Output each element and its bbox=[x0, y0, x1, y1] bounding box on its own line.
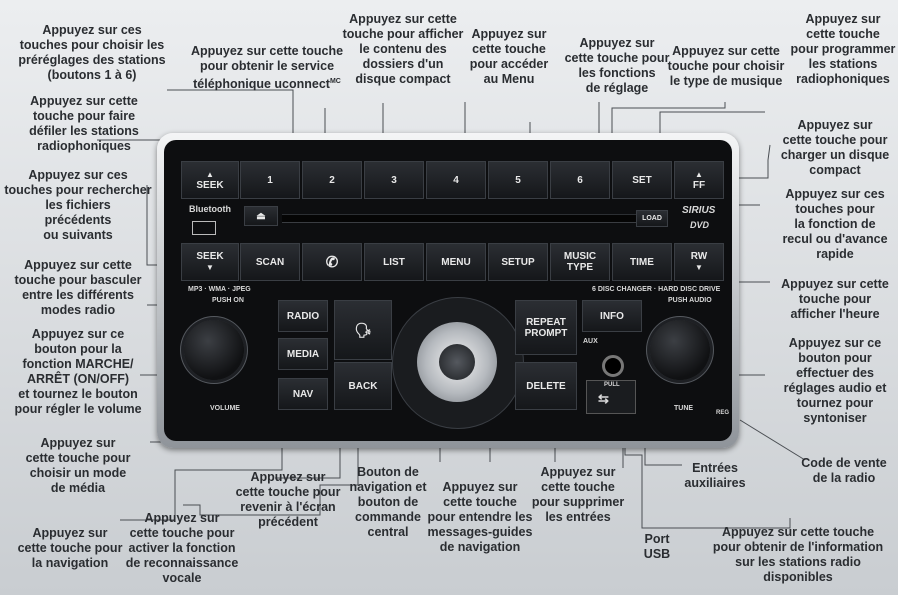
cd-logo-icon bbox=[192, 221, 216, 235]
aux-label: AUX bbox=[583, 338, 598, 345]
preset-4-button[interactable]: 4 bbox=[426, 161, 486, 199]
volume-label: VOLUME bbox=[210, 405, 240, 412]
callout-repeat: Appuyez sur cette touche pour entendre l… bbox=[427, 480, 533, 554]
callout-load: Appuyez sur cette touche pour charger un… bbox=[780, 118, 890, 177]
callout-tune: Appuyez sur ce bouton pour effectuer des… bbox=[783, 336, 887, 425]
preset-2-button[interactable]: 2 bbox=[302, 161, 362, 199]
callout-presets: Appuyez sur ces touches pour choisir les… bbox=[18, 23, 166, 82]
usb-port-cover[interactable] bbox=[586, 380, 636, 414]
nav-knob-center[interactable] bbox=[439, 344, 475, 380]
callout-time: Appuyez sur cette touche pour afficher l… bbox=[781, 277, 889, 321]
callout-seek: Appuyez sur ces touches pour rechercher … bbox=[4, 168, 152, 242]
tune-knob[interactable] bbox=[650, 320, 710, 380]
media-button[interactable]: MEDIA bbox=[278, 338, 328, 370]
menu-button[interactable]: MENU bbox=[426, 243, 486, 281]
callout-media: Appuyez sur cette touche pour choisir un… bbox=[25, 436, 131, 495]
preset-5-button[interactable]: 5 bbox=[488, 161, 548, 199]
preset-3-button[interactable]: 3 bbox=[364, 161, 424, 199]
callout-menu: Appuyez sur cette touche pour accéder au… bbox=[469, 27, 549, 86]
arrow-up-icon: ▲ bbox=[695, 170, 703, 179]
callout-ff-rw: Appuyez sur ces touches pour la fonction… bbox=[782, 187, 888, 261]
callout-music-type: Appuyez sur cette touche pour choisir le… bbox=[667, 44, 785, 88]
callout-nav: Appuyez sur cette touche pour la navigat… bbox=[17, 526, 123, 570]
cd-slot[interactable] bbox=[282, 214, 642, 223]
sirius-logo: SIRIUS bbox=[682, 205, 716, 216]
callout-list: Appuyez sur cette touche pour afficher l… bbox=[342, 12, 464, 86]
arrow-down-icon: ▼ bbox=[206, 263, 214, 272]
scan-button[interactable]: SCAN bbox=[240, 243, 300, 281]
ff-button[interactable]: ▲FF bbox=[674, 161, 724, 199]
time-button[interactable]: TIME bbox=[612, 243, 672, 281]
seek-down-button[interactable]: SEEK▼ bbox=[181, 243, 239, 281]
usb-icon: ⇆ bbox=[598, 391, 609, 406]
callout-delete: Appuyez sur cette touche pour supprimer … bbox=[531, 465, 625, 524]
reg-label: REG bbox=[716, 410, 730, 416]
list-button[interactable]: LIST bbox=[364, 243, 424, 281]
pull-label: PULL bbox=[604, 382, 620, 388]
phone-button[interactable]: ✆ bbox=[302, 243, 362, 281]
arrow-up-icon: ▲ bbox=[206, 170, 214, 179]
preset-1-button[interactable]: 1 bbox=[240, 161, 300, 199]
callout-sales-code: Code de vente de la radio bbox=[801, 456, 887, 485]
callout-aux-inputs: Entrées auxiliaires bbox=[684, 461, 746, 490]
callout-usb: Port USB bbox=[643, 532, 671, 561]
back-button[interactable]: BACK bbox=[334, 362, 392, 410]
eject-icon: ⏏ bbox=[256, 210, 266, 222]
callout-voice: Appuyez sur cette touche pour activer la… bbox=[125, 511, 239, 585]
dvd-logo: DVD bbox=[690, 220, 710, 230]
voice-button[interactable]: 🗣 bbox=[334, 300, 392, 360]
phone-icon: ✆ bbox=[325, 253, 339, 271]
aux-jack[interactable] bbox=[602, 355, 624, 377]
push-on-label: PUSH ON bbox=[212, 297, 244, 304]
callout-setup: Appuyez sur cette touche pour les foncti… bbox=[564, 36, 670, 95]
music-type-button[interactable]: MUSIC TYPE bbox=[550, 243, 610, 281]
tune-label: TUNE bbox=[674, 405, 694, 412]
nav-button[interactable]: NAV bbox=[278, 378, 328, 410]
changer-label: 6 DISC CHANGER · HARD DISC DRIVE bbox=[592, 286, 721, 293]
callout-scan: Appuyez sur cette touche pour faire défi… bbox=[29, 94, 139, 153]
callout-nav-knob: Bouton de navigation et bouton de comman… bbox=[349, 465, 427, 539]
volume-knob[interactable] bbox=[184, 320, 244, 380]
repeat-prompt-button[interactable]: REPEAT PROMPT bbox=[515, 300, 577, 355]
arrow-down-icon: ▼ bbox=[695, 263, 703, 272]
preset-6-button[interactable]: 6 bbox=[550, 161, 610, 199]
load-button[interactable]: LOAD bbox=[636, 210, 668, 227]
info-button[interactable]: INFO bbox=[582, 300, 642, 332]
callout-back: Appuyez sur cette touche pour revenir à … bbox=[235, 470, 341, 529]
callout-volume: Appuyez sur ce bouton pour la fonction M… bbox=[14, 327, 142, 416]
voice-recognition-icon: 🗣 bbox=[354, 321, 372, 338]
delete-button[interactable]: DELETE bbox=[515, 362, 577, 410]
rw-button[interactable]: RW▼ bbox=[674, 243, 724, 281]
bluetooth-logo: Bluetooth bbox=[189, 204, 231, 214]
radio-button[interactable]: RADIO bbox=[278, 300, 328, 332]
format-label: MP3 · WMA · JPEG bbox=[188, 286, 251, 293]
callout-info: Appuyez sur cette touche pour obtenir de… bbox=[712, 525, 884, 584]
seek-up-button[interactable]: ▲SEEK bbox=[181, 161, 239, 199]
eject-button[interactable]: ⏏ bbox=[244, 206, 278, 226]
setup-button[interactable]: SETUP bbox=[488, 243, 548, 281]
callout-uconnect: Appuyez sur cette touche pour obtenir le… bbox=[190, 44, 344, 92]
callout-radio-mode: Appuyez sur cette touche pour basculer e… bbox=[14, 258, 142, 317]
callout-set: Appuyez sur cette touche pour programmer… bbox=[790, 12, 896, 86]
set-button[interactable]: SET bbox=[612, 161, 672, 199]
push-audio-label: PUSH AUDIO bbox=[668, 297, 712, 304]
